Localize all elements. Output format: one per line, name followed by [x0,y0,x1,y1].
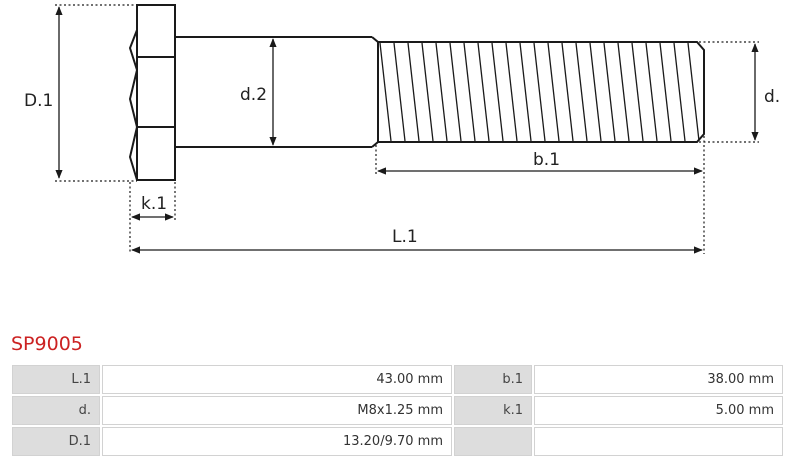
bolt-head [128,4,176,181]
thread-line [491,42,504,142]
label-l1: L.1 [392,227,418,247]
thread-line [449,42,462,142]
part-number: SP9005 [11,333,83,355]
thread-line [631,42,644,142]
thread-line [603,42,616,142]
spec-label: k.1 [454,396,532,425]
thread-line [687,42,700,142]
bolt-diagram: D.1 d.2 d. b.1 k.1 L.1 [24,4,780,254]
spec-value [534,427,783,456]
dimension-d: d. [699,41,780,143]
thread-line [589,42,602,142]
thread-line [407,42,420,142]
thread-line [547,42,560,142]
spec-label: d. [12,396,100,425]
thread-line [435,42,448,142]
thread-line [393,42,406,142]
thread-lines [379,42,700,142]
thread-line [421,42,434,142]
spec-label [454,427,532,456]
thread-line [645,42,658,142]
dimension-d1: D.1 [24,4,137,182]
dimension-l1: L.1 [131,227,703,254]
bolt-thread [378,41,705,143]
specs-row: L.1 43.00 mm b.1 38.00 mm [12,365,783,394]
dimension-k1: k.1 [129,182,176,254]
dimension-b1: b.1 [375,136,705,254]
thread-line [575,42,588,142]
specs-row: D.1 13.20/9.70 mm [12,427,783,456]
thread-line [463,42,476,142]
spec-value: 43.00 mm [102,365,452,394]
label-b1: b.1 [533,150,560,170]
specs-row: d. M8x1.25 mm k.1 5.00 mm [12,396,783,425]
thread-line [617,42,630,142]
label-d1: D.1 [24,91,53,111]
specs-table: L.1 43.00 mm b.1 38.00 mm d. M8x1.25 mm … [10,363,785,458]
spec-value: M8x1.25 mm [102,396,452,425]
thread-line [659,42,672,142]
spec-value: 38.00 mm [534,365,783,394]
spec-label: L.1 [12,365,100,394]
thread-line [477,42,490,142]
thread-line [673,42,686,142]
label-d2: d.2 [240,85,267,105]
thread-line [533,42,546,142]
spec-value: 5.00 mm [534,396,783,425]
label-k1: k.1 [141,194,167,214]
bolt-shank [175,36,379,148]
spec-value: 13.20/9.70 mm [102,427,452,456]
thread-line [561,42,574,142]
spec-label: D.1 [12,427,100,456]
label-d: d. [764,87,780,107]
spec-label: b.1 [454,365,532,394]
thread-line [379,42,392,142]
thread-line [519,42,532,142]
thread-line [505,42,518,142]
dimension-d2: d.2 [240,38,277,146]
